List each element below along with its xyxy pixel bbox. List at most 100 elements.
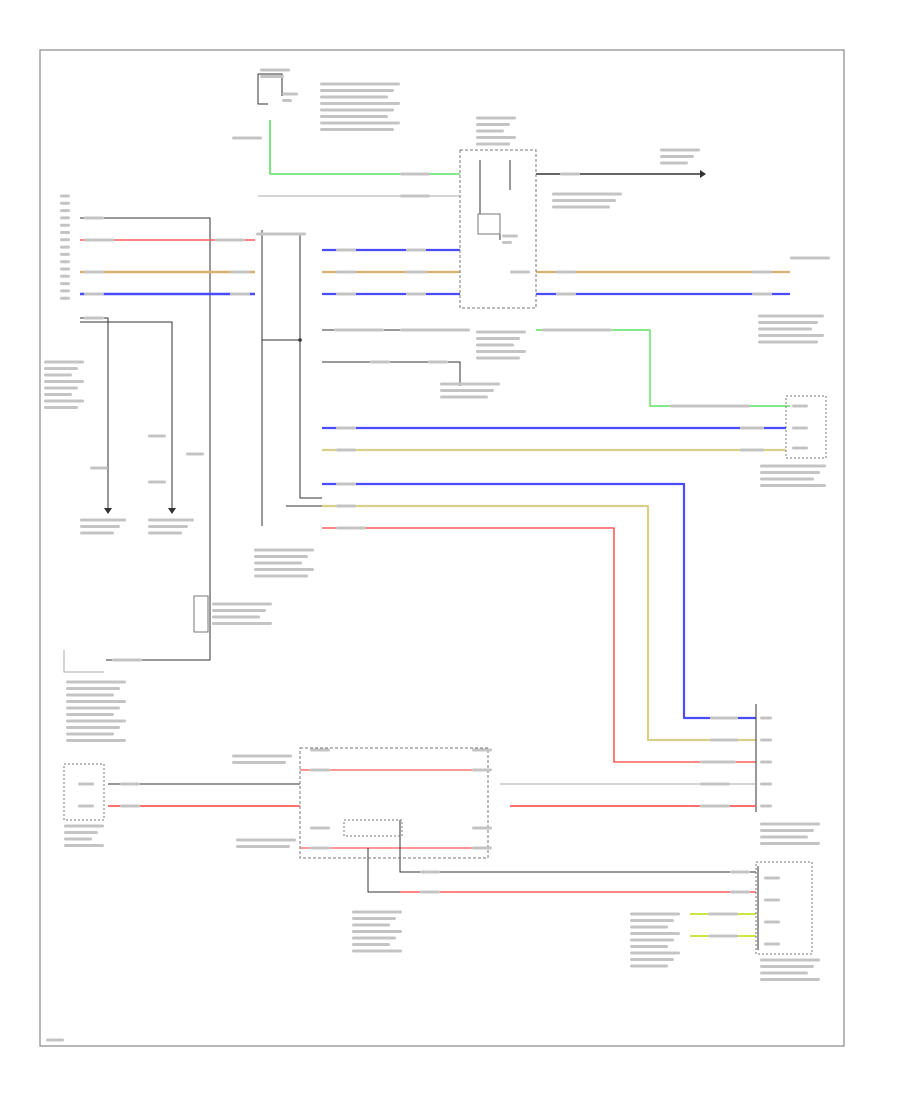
wire-label xyxy=(230,292,250,296)
junction-label xyxy=(254,561,302,565)
switch-label xyxy=(80,531,114,535)
pin-number xyxy=(60,209,70,213)
arrow-icon xyxy=(104,508,112,514)
arrow-icon xyxy=(168,508,176,514)
wire-label xyxy=(556,292,576,296)
junction-label xyxy=(352,930,402,933)
wire-label xyxy=(310,846,330,850)
control-unit-label xyxy=(232,761,286,764)
component-note xyxy=(320,115,388,118)
connector-label xyxy=(660,161,688,165)
wire-black-sensor xyxy=(322,361,461,386)
label-group xyxy=(44,68,830,1042)
pin-label xyxy=(764,876,780,880)
connector-label xyxy=(44,406,78,409)
relay-symbol xyxy=(477,213,501,235)
joint-connector-box xyxy=(193,595,209,633)
module-label xyxy=(66,732,114,736)
component-note xyxy=(630,951,680,955)
component-label xyxy=(760,835,808,839)
control-unit-box xyxy=(299,747,489,859)
switch-connector-box xyxy=(63,763,105,821)
wire-black-sensor-2 xyxy=(399,820,756,873)
switch-label xyxy=(148,525,188,528)
wire-fuse-feed xyxy=(257,74,268,105)
pin-number xyxy=(60,260,70,264)
wire-label xyxy=(700,804,730,808)
pin-number xyxy=(60,289,70,293)
junction-label xyxy=(352,943,390,946)
module-label xyxy=(66,739,126,742)
module-label xyxy=(476,343,514,347)
pin-label xyxy=(760,782,772,786)
wire-label xyxy=(406,248,426,252)
switch-label xyxy=(64,844,104,847)
wire-label xyxy=(420,870,440,874)
pin-label xyxy=(792,446,808,450)
component-label xyxy=(760,464,826,468)
wire-label xyxy=(336,270,356,274)
switch-label xyxy=(80,525,120,528)
frame-code xyxy=(46,1038,64,1042)
switch-label xyxy=(148,518,194,522)
wire-green-feed xyxy=(269,120,460,175)
module-label xyxy=(476,129,504,133)
component-note xyxy=(320,102,400,105)
wire-label xyxy=(186,452,204,456)
sensor-label xyxy=(440,395,488,399)
pin-number xyxy=(60,252,70,256)
fuse-label xyxy=(282,92,298,96)
pin-label xyxy=(760,716,772,720)
switch-label xyxy=(64,824,104,828)
module-label xyxy=(476,142,510,146)
junction-label xyxy=(352,923,390,927)
component-label xyxy=(758,327,812,331)
wire-label xyxy=(400,194,430,198)
component-note xyxy=(320,82,400,86)
pin-number xyxy=(60,223,70,227)
component-note xyxy=(630,919,674,922)
connector-label xyxy=(660,155,694,158)
module-label xyxy=(66,680,126,684)
wire-label xyxy=(370,360,390,364)
wire-label xyxy=(84,316,104,320)
pin-number xyxy=(60,216,70,220)
wire-label xyxy=(84,216,104,220)
module-label xyxy=(66,713,114,716)
wire-label xyxy=(148,480,166,484)
component-label xyxy=(760,965,814,968)
component-label xyxy=(760,822,820,826)
component-label xyxy=(760,829,814,832)
wire-yellow-rear xyxy=(322,504,756,742)
pin-label xyxy=(78,782,94,786)
wire-label xyxy=(700,782,730,786)
wire-label xyxy=(472,768,492,772)
module-label xyxy=(66,700,126,703)
wire-label xyxy=(310,768,330,772)
junction-label xyxy=(256,232,306,236)
wire-label xyxy=(406,270,426,274)
connector-label xyxy=(44,393,72,396)
switch-label xyxy=(80,518,126,522)
component-label xyxy=(760,477,814,481)
wire-label xyxy=(310,826,330,830)
wire-label xyxy=(400,328,470,332)
connector-label xyxy=(552,199,616,202)
component-label xyxy=(760,978,820,981)
component-note xyxy=(630,964,668,968)
module-label xyxy=(66,687,120,690)
component-label xyxy=(758,314,824,318)
wire-label xyxy=(336,426,356,430)
pin-number xyxy=(60,201,70,205)
pin-number xyxy=(60,245,70,249)
component-group xyxy=(63,149,827,955)
wire-label xyxy=(472,748,492,752)
wire-label xyxy=(670,404,750,408)
wire-module-link xyxy=(63,650,104,673)
pin-label xyxy=(764,898,780,902)
junction-label xyxy=(212,615,260,619)
control-unit-label xyxy=(236,838,296,842)
sensor-connector-box xyxy=(755,861,813,955)
connector-label xyxy=(552,192,622,196)
central-module-box xyxy=(459,149,537,309)
